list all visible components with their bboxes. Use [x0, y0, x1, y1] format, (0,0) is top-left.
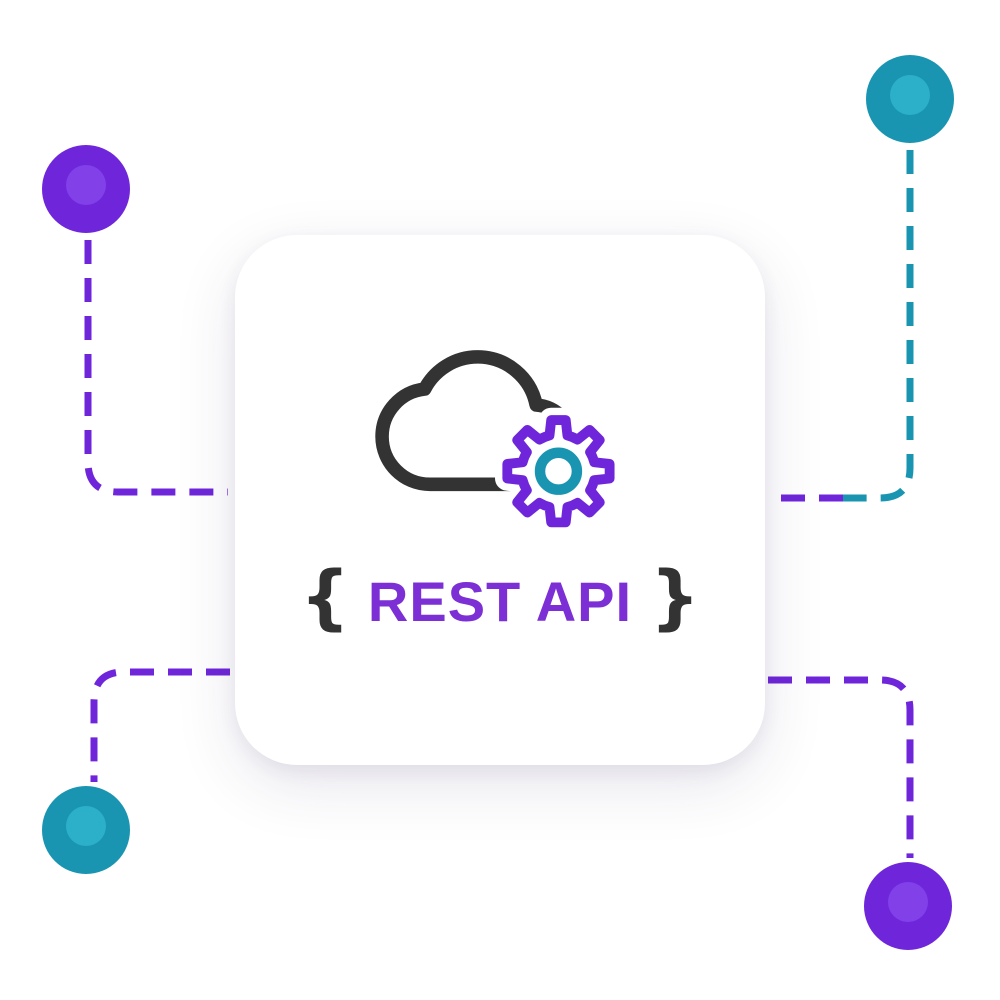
node-top-left: [42, 145, 130, 233]
gear-hub-ring: [534, 447, 583, 495]
rest-api-label: { REST API }: [300, 562, 700, 636]
wire-bottom-right: [768, 676, 914, 858]
wire-top-left: [84, 240, 228, 496]
gear-icon: [495, 407, 622, 535]
node-top-right: [866, 55, 954, 143]
wire-bottom-left: [90, 668, 230, 782]
open-brace: {: [300, 556, 350, 638]
node-bottom-right: [864, 862, 952, 950]
wire-top-right-teal: [843, 150, 914, 502]
node-top-right-highlight: [890, 75, 930, 115]
node-bottom-left: [42, 786, 130, 874]
rest-api-text: REST API: [367, 569, 633, 633]
cloud-gear-icon: [375, 350, 622, 535]
node-bottom-left-highlight: [66, 806, 106, 846]
node-top-left-highlight: [66, 165, 106, 205]
rest-api-card: { REST API }: [235, 235, 765, 765]
close-brace: }: [650, 556, 700, 638]
node-bottom-right-highlight: [888, 882, 928, 922]
